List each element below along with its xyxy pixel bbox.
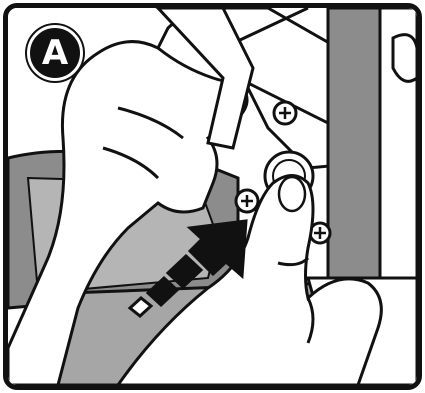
thumbnail [279,177,305,211]
screw-icon [274,102,296,124]
screw-icon [236,190,258,212]
step-badge: A [27,25,83,81]
strap [328,8,380,278]
hook [393,35,417,82]
illustration-frame: A [3,3,422,390]
